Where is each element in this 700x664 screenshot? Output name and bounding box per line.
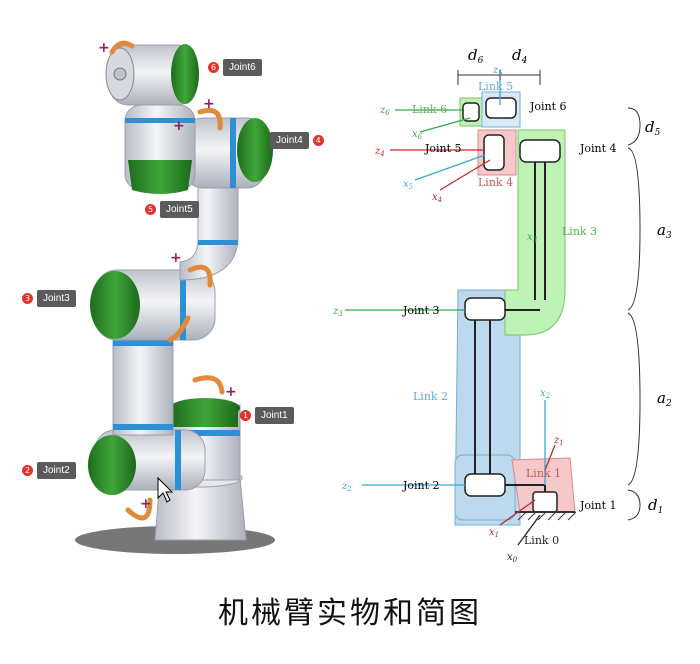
joint1-tag-number: 1 — [240, 410, 251, 421]
label-joint2: Joint 2 — [402, 479, 440, 492]
chain-lines — [474, 150, 546, 505]
axis-z4: z4 — [374, 146, 385, 158]
joint5-tag: 5 Joint5 — [145, 201, 199, 218]
label-link3: Link 3 — [562, 225, 597, 238]
svg-text:+: + — [225, 384, 237, 400]
label-joint5: Joint 5 — [424, 142, 462, 155]
axis-z3: z3 — [332, 306, 343, 318]
joint4-tag-label: Joint4 — [270, 132, 309, 149]
joint1-tag: 1 Joint1 — [240, 407, 294, 424]
label-joint4: Joint 4 — [579, 142, 617, 155]
svg-text:+: + — [170, 250, 182, 266]
dim-d6: d6 — [468, 46, 484, 66]
link2-tube — [112, 334, 174, 436]
ground-hatch — [515, 511, 577, 521]
joint2-tag: 2 Joint2 — [22, 462, 76, 479]
axis-z6: z6 — [379, 105, 390, 117]
svg-text:+: + — [98, 40, 110, 56]
svg-text:+: + — [203, 96, 215, 112]
joint2-tag-number: 2 — [22, 465, 33, 476]
axis-x2: x2 — [540, 388, 551, 400]
label-joint3: Joint 3 — [402, 304, 440, 317]
mouse-cursor-icon — [157, 476, 174, 503]
dim-d1: d1 — [648, 496, 663, 516]
joint1-tag-label: Joint1 — [255, 407, 294, 424]
dimension-lines — [457, 70, 641, 521]
joint2-cap — [88, 435, 136, 495]
joint6-tag-label: Joint6 — [223, 59, 262, 76]
dim-a2: a2 — [657, 389, 672, 409]
joint3-tag-label: Joint3 — [37, 290, 76, 307]
robot-arm-illustration: + + + + + + — [75, 40, 275, 554]
joint4-tag: 4 Joint4 — [270, 132, 324, 149]
label-joint6: Joint 6 — [529, 100, 567, 113]
figure-caption: 机械臂实物和简图 — [218, 596, 482, 631]
joint2-tag-label: Joint2 — [37, 462, 76, 479]
joint5-tag-number: 5 — [145, 204, 156, 215]
joint-cylinders — [462, 97, 561, 513]
axis-x1: x1 — [489, 527, 499, 539]
axis-x4: x4 — [432, 192, 442, 204]
label-link6: Link 6 — [412, 103, 447, 116]
joint5-tag-label: Joint5 — [160, 201, 199, 218]
joint6-cap — [171, 44, 199, 104]
axis-z2: z2 — [341, 481, 352, 493]
label-link1: Link 1 — [526, 467, 561, 480]
joint3-tag: 3 Joint3 — [22, 290, 76, 307]
axis-x0: x0 — [507, 552, 518, 564]
label-link4: Link 4 — [478, 176, 513, 189]
joint6-tag: 6 Joint6 — [208, 59, 262, 76]
kinematic-schematic: d6 d4 d5 a3 a2 d1 Link 5 Link 6 Link 4 L… — [332, 46, 672, 564]
dim-d4: d4 — [512, 46, 528, 66]
svg-text:+: + — [140, 496, 152, 512]
joint6-tag-number: 6 — [208, 62, 219, 73]
dim-d5: d5 — [645, 118, 661, 138]
label-joint1: Joint 1 — [579, 499, 617, 512]
label-link5: Link 5 — [478, 80, 513, 93]
axis-z1: z1 — [553, 435, 564, 447]
label-link0: Link 0 — [524, 534, 559, 547]
svg-text:+: + — [173, 118, 185, 134]
axis-z5: z5 — [492, 65, 503, 77]
link3-tube — [179, 179, 239, 281]
axis-x3: x3 — [527, 232, 538, 244]
joint5-cap — [128, 160, 192, 194]
joint3-tag-number: 3 — [22, 293, 33, 304]
dim-a3: a3 — [657, 221, 672, 241]
axis-x6: x6 — [412, 129, 423, 141]
joint4-cap — [237, 118, 273, 182]
axis-x5: x5 — [403, 179, 414, 191]
rotation-markers: + + + + + + — [98, 40, 237, 512]
joint4-tag-number: 4 — [312, 135, 324, 146]
label-link2: Link 2 — [413, 390, 448, 403]
joint3-cap — [90, 271, 140, 339]
rotation-arrows — [109, 40, 225, 521]
axis-arrows — [345, 80, 556, 546]
